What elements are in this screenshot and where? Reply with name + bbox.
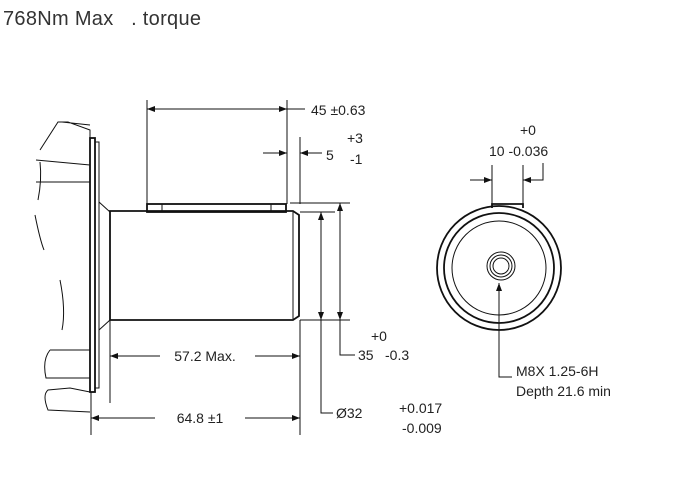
key-height-tol-minus: -0.3 (385, 347, 409, 363)
shaft-diameter-label: Ø32 (336, 405, 363, 421)
motor-housing (34, 121, 111, 413)
key-offset-tol-minus: -1 (350, 151, 363, 167)
key-width-tol-plus: +0 (520, 122, 536, 138)
thread-label: M8X 1.25-6H (516, 363, 598, 379)
shaft-diameter-tol-plus: +0.017 (399, 400, 442, 416)
dimensions (90, 100, 355, 435)
key-height-label: 35 (358, 347, 374, 363)
key-offset-tol-plus: +3 (347, 130, 363, 146)
drawing-title: 768Nm Max . torque (3, 8, 202, 30)
thread-depth-label: Depth 21.6 min (516, 383, 611, 399)
key-height-tol-plus: +0 (371, 328, 387, 344)
key-offset-label: 5 (326, 147, 334, 163)
shaft-diameter-tol-minus: -0.009 (402, 420, 442, 436)
key-width-label: 10 -0.036 (489, 143, 548, 159)
shaft-length-label: 57.2 Max. (174, 348, 235, 364)
key (146, 203, 287, 213)
end-view (436, 163, 562, 378)
key-length-label: 45 ±0.63 (311, 102, 366, 118)
overall-length-label: 64.8 ±1 (177, 410, 224, 426)
shaft (109, 203, 300, 321)
